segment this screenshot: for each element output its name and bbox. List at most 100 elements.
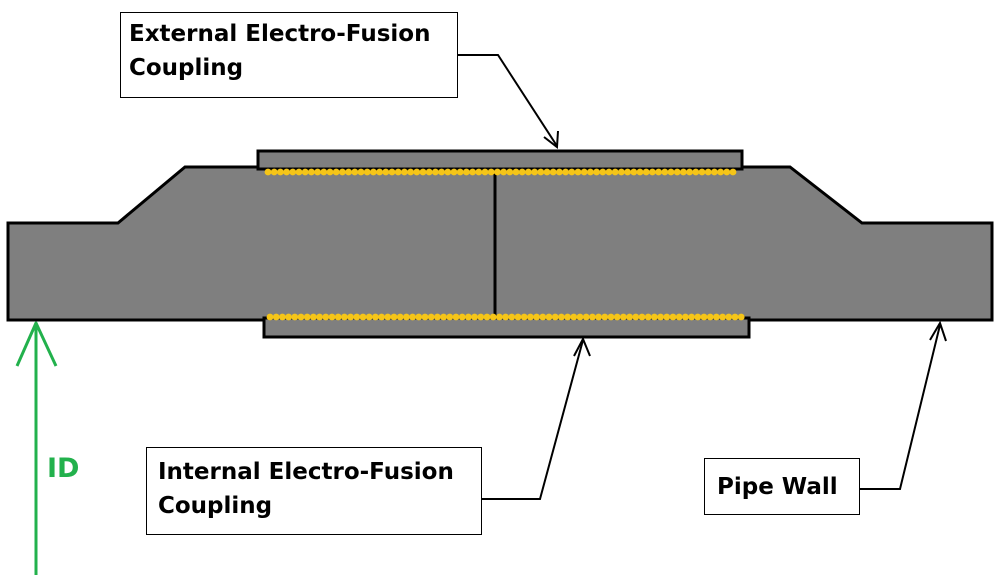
fusion-wire-dot: [301, 168, 309, 176]
fusion-wire-dot: [700, 313, 708, 321]
fusion-wire-dot: [506, 168, 514, 176]
fusion-wire-dot: [347, 313, 354, 321]
pipe-wall-arrowhead: [929, 320, 947, 342]
fusion-wire-dot: [556, 168, 563, 176]
fusion-wire-dot: [283, 168, 290, 176]
fusion-wire-dot: [390, 313, 398, 321]
fusion-wire-dot: [642, 168, 650, 176]
external-coupling-label-line1: External Electro-Fusion: [129, 21, 431, 47]
fusion-wire-dot: [438, 168, 445, 176]
fusion-wire-dot: [564, 313, 571, 321]
fusion-wire-dot: [711, 168, 718, 176]
fusion-wire-dot: [322, 313, 330, 321]
fusion-wire-dot: [332, 168, 340, 176]
fusion-wire-dot: [372, 313, 379, 321]
fusion-wire-dot: [655, 168, 662, 176]
fusion-wire-dot: [570, 313, 578, 321]
fusion-wire-dot: [434, 313, 441, 321]
fusion-wire-dot: [601, 313, 609, 321]
fusion-wire-dot: [279, 313, 286, 321]
fusion-wire-dot: [539, 313, 547, 321]
fusion-wire-dot: [272, 313, 280, 321]
fusion-wire-dot: [618, 168, 625, 176]
fusion-wire-dot: [558, 313, 565, 321]
fusion-wire-dot: [297, 313, 305, 321]
fusion-wire-dot: [270, 168, 278, 176]
fusion-wire-dot: [500, 168, 507, 176]
fusion-wire-dot: [432, 168, 439, 176]
fusion-wire-dot: [363, 168, 371, 176]
fusion-wire-dot: [415, 313, 423, 321]
fusion-wire-dot: [595, 313, 602, 321]
external-coupling-sleeve: [256, 149, 744, 171]
fusion-wire-dot: [719, 313, 726, 321]
fusion-wire-dot: [611, 168, 619, 176]
fusion-wire-dot: [407, 168, 414, 176]
fusion-wire-dot: [675, 313, 683, 321]
fusion-wire-dot: [334, 313, 342, 321]
fusion-wire-dot: [308, 168, 315, 176]
fusion-wire-dot: [291, 313, 299, 321]
fusion-wire-dot: [717, 168, 724, 176]
fusion-wire-dot: [576, 313, 584, 321]
fusion-wire-dot: [680, 168, 687, 176]
fusion-wire-dot: [365, 313, 373, 321]
fusion-wire-dot: [673, 168, 681, 176]
fusion-wire-dot: [266, 313, 274, 321]
fusion-wire-dot: [737, 313, 745, 321]
fusion-wire-dot: [394, 168, 402, 176]
fusion-wire-dot: [582, 313, 590, 321]
fusion-wire-dot: [657, 313, 664, 321]
fusion-wire-dot: [580, 168, 588, 176]
fusion-wire-dot: [384, 313, 392, 321]
fusion-wire-dot: [345, 168, 352, 176]
internal-coupling-leader: [482, 339, 584, 500]
external-coupling-label-line2: Coupling: [129, 55, 244, 81]
fusion-wire-dot: [531, 168, 538, 176]
fusion-wire-dot: [587, 168, 594, 176]
fusion-wire-dot: [605, 168, 613, 176]
id-label: ID: [47, 453, 80, 484]
fusion-wire-dot: [667, 168, 675, 176]
external-coupling-arrowhead: [543, 130, 559, 149]
fusion-wire-dot: [351, 168, 359, 176]
fusion-wire-dot: [471, 313, 478, 321]
fusion-wire-dot: [463, 168, 470, 176]
fusion-wire-dot: [669, 313, 677, 321]
fusion-wire-dot: [328, 313, 336, 321]
pipe-wall-label-box: Pipe Wall: [704, 458, 860, 515]
fusion-wire-dot: [630, 168, 638, 176]
fusion-wire-dot: [574, 168, 582, 176]
fusion-wire-dot: [599, 168, 607, 176]
fusion-wire-dot: [636, 168, 644, 176]
fusion-wire-dot: [624, 168, 631, 176]
fusion-wire-dot: [537, 168, 545, 176]
external-coupling-leader: [458, 54, 558, 147]
fusion-wire-dot: [725, 313, 733, 321]
internal-fusion-wire: [266, 313, 745, 321]
fusion-wire-dot: [694, 313, 702, 321]
fusion-wire-dot: [316, 313, 323, 321]
internal-coupling-arrowhead: [573, 336, 591, 357]
internal-coupling-label-box: Internal Electro-Fusion Coupling: [146, 447, 482, 535]
fusion-wire-dot: [310, 313, 317, 321]
fusion-wire-dot: [533, 313, 540, 321]
fusion-wire-dot: [682, 313, 689, 321]
fusion-wire-dot: [303, 313, 311, 321]
fusion-wire-dot: [458, 313, 466, 321]
fusion-wire-dot: [518, 168, 526, 176]
fusion-wire-dot: [326, 168, 334, 176]
fusion-wire-dot: [339, 168, 346, 176]
fusion-wire-dot: [409, 313, 416, 321]
fusion-wire-dot: [692, 168, 700, 176]
internal-coupling-sleeve: [262, 316, 751, 339]
fusion-wire-dot: [549, 168, 557, 176]
fusion-wire-dot: [289, 168, 297, 176]
fusion-wire-dot: [359, 313, 367, 321]
fusion-wire-dot: [456, 168, 464, 176]
fusion-wire-dot: [277, 168, 284, 176]
fusion-wire-dot: [729, 168, 737, 176]
pipe-wall-leader: [860, 324, 941, 490]
